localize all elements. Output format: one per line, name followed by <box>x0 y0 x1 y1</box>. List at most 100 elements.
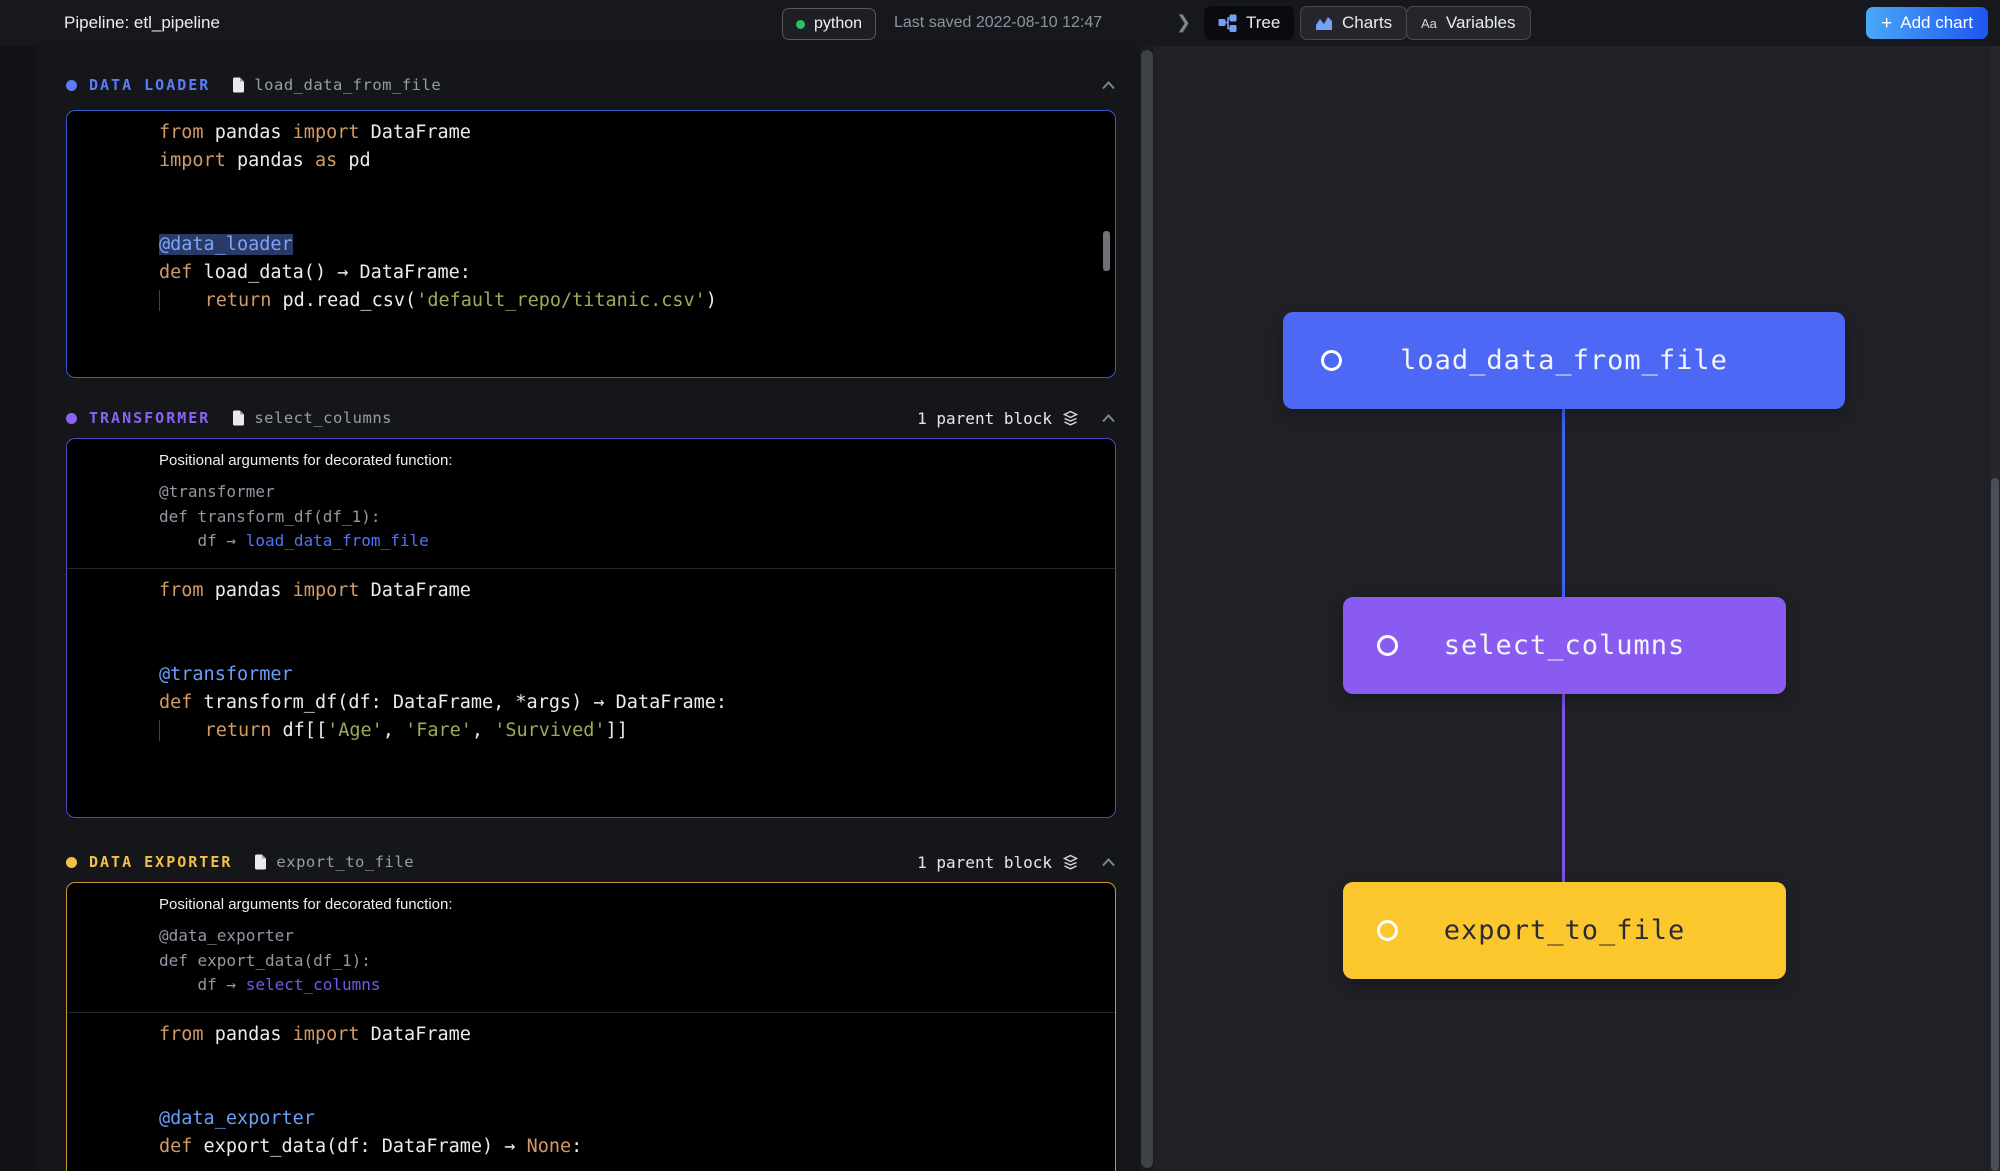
code-line <box>159 203 1115 231</box>
code-segment: @transformer <box>159 663 293 685</box>
code-segment: def transform_df(df_1): <box>159 506 381 526</box>
plus-icon: + <box>1881 12 1893 34</box>
tree-node-label: load_data_from_file <box>1400 345 1728 376</box>
collapse-block-icon[interactable] <box>1101 857 1116 868</box>
tab-tree[interactable]: Tree <box>1204 6 1295 40</box>
code-segment: import <box>292 1023 360 1045</box>
code-line: def export_data(df_1): <box>159 949 1115 974</box>
block-type-label: DATA EXPORTER <box>89 853 233 871</box>
parent-blocks-label[interactable]: 1 parent block <box>917 408 1052 428</box>
block-name[interactable]: load_data_from_file <box>254 76 442 94</box>
code-line: @transformer <box>159 661 1115 689</box>
tree-node-load-data-from-file[interactable]: load_data_from_file <box>1283 312 1845 409</box>
code-line <box>159 633 1115 661</box>
file-icon <box>232 77 245 93</box>
tree-node-label: select_columns <box>1443 630 1686 661</box>
collapse-right-panel-icon[interactable]: ❯ <box>1176 12 1192 32</box>
node-status-circle-icon <box>1377 635 1398 656</box>
code-segment: from <box>159 122 204 143</box>
editor-scrollbar-track <box>1140 46 1154 1171</box>
code-line: def transform_df(df: DataFrame, *args) →… <box>159 689 1115 717</box>
block-type-dot-icon <box>66 856 77 868</box>
code-line: return pd.read_csv('default_repo/titanic… <box>159 287 1115 315</box>
tab-charts-label: Charts <box>1342 13 1393 32</box>
code-segment: df[[ <box>271 719 328 741</box>
tree-node-select-columns[interactable]: select_columns <box>1343 597 1786 694</box>
last-saved-text: Last saved 2022-08-10 12:47 <box>894 14 1103 31</box>
code-segment: return <box>204 290 272 311</box>
parent-blocks-label[interactable]: 1 parent block <box>917 852 1052 872</box>
decorator-args-section: Positional arguments for decorated funct… <box>67 439 1115 568</box>
upstream-block-link[interactable]: select_columns <box>245 975 381 994</box>
code-segment: ]] <box>605 719 628 741</box>
code-segment: pd.read_csv( <box>271 290 417 311</box>
code-segment: pandas <box>203 579 293 601</box>
add-chart-button[interactable]: + Add chart <box>1866 7 1988 39</box>
decorator-args-section: Positional arguments for decorated funct… <box>67 883 1115 1012</box>
code-segment: as <box>314 150 338 171</box>
tree-scrollbar-track <box>1990 46 2000 1171</box>
code-line: df → load_data_from_file <box>159 529 1115 554</box>
code-line: return df[['Age', 'Fare', 'Survived']] <box>159 717 1115 745</box>
code-editor[interactable]: from pandas import DataFrame @transforme… <box>67 569 1115 745</box>
add-chart-label: Add chart <box>1900 13 1973 32</box>
chart-icon <box>1315 16 1333 31</box>
code-segment: import <box>292 579 360 601</box>
upstream-block-link[interactable]: load_data_from_file <box>245 531 429 550</box>
code-line: from pandas import DataFrame <box>159 119 1115 147</box>
code-segment: return <box>204 719 272 741</box>
tree-edge <box>1562 409 1565 597</box>
node-status-circle-icon <box>1377 920 1398 941</box>
code-block-data-exporter[interactable]: Positional arguments for decorated funct… <box>66 882 1116 1171</box>
code-line: from pandas import DataFrame <box>159 577 1115 605</box>
decorator-args-heading: Positional arguments for decorated funct… <box>159 896 453 913</box>
block-name[interactable]: select_columns <box>254 409 392 427</box>
code-segment: def <box>159 1135 193 1157</box>
code-segment: export_data(df: DataFrame) → <box>192 1135 527 1157</box>
dependency-tree-panel: load_data_from_file select_columns expor… <box>1154 46 2000 1171</box>
file-icon <box>232 410 245 426</box>
block-name[interactable]: export_to_file <box>276 853 415 871</box>
code-editor[interactable]: from pandas import DataFrame @data_expor… <box>67 1013 1115 1161</box>
code-segment: , <box>471 719 495 741</box>
code-line: df → select_columns <box>159 973 1115 998</box>
tree-scrollbar-thumb[interactable] <box>1991 478 1999 1171</box>
code-segment: @data_exporter <box>159 926 294 945</box>
top-bar: Pipeline: etl_pipeline python Last saved… <box>0 0 2000 46</box>
block-header-transformer: TRANSFORMER select_columns 1 parent bloc… <box>66 405 1116 431</box>
editor-scrollbar[interactable] <box>1103 231 1110 271</box>
variables-aa-icon: Aa <box>1421 15 1437 31</box>
code-line: @transformer <box>159 480 1115 505</box>
block-type-dot-icon <box>66 79 77 91</box>
block-type-dot-icon <box>66 412 77 424</box>
editor-scrollbar-thumb[interactable] <box>1141 50 1153 1168</box>
code-segment <box>159 719 205 741</box>
code-segment: 'default_repo/titanic.csv' <box>416 290 706 311</box>
code-segment: DataFrame <box>359 122 471 143</box>
collapse-block-icon[interactable] <box>1101 413 1116 424</box>
tree-edge <box>1562 694 1565 882</box>
tab-variables[interactable]: Aa Variables <box>1406 6 1531 40</box>
code-line <box>159 1049 1115 1077</box>
code-segment: , <box>382 719 406 741</box>
file-browser-rail: ❯ <box>0 0 36 1171</box>
language-badge[interactable]: python <box>782 8 877 40</box>
tab-variables-label: Variables <box>1445 13 1516 32</box>
code-segment: pandas <box>203 122 293 143</box>
collapse-block-icon[interactable] <box>1101 80 1116 91</box>
code-segment: : <box>571 1135 583 1157</box>
code-block-transformer[interactable]: Positional arguments for decorated funct… <box>66 438 1116 818</box>
code-segment: from <box>159 579 204 601</box>
editor-panel: DATA LOADER load_data_from_file from pan… <box>36 46 1140 1171</box>
code-segment: 'Age' <box>327 719 383 741</box>
tab-charts[interactable]: Charts <box>1300 6 1408 40</box>
code-line: import pandas as pd <box>159 147 1115 175</box>
decorator-args-heading: Positional arguments for decorated funct… <box>159 452 453 469</box>
code-segment: @data_loader <box>159 234 293 255</box>
block-header-data-exporter: DATA EXPORTER export_to_file 1 parent bl… <box>66 849 1116 875</box>
tree-node-export-to-file[interactable]: export_to_file <box>1343 882 1786 979</box>
file-icon <box>254 854 267 870</box>
code-segment <box>159 290 205 311</box>
